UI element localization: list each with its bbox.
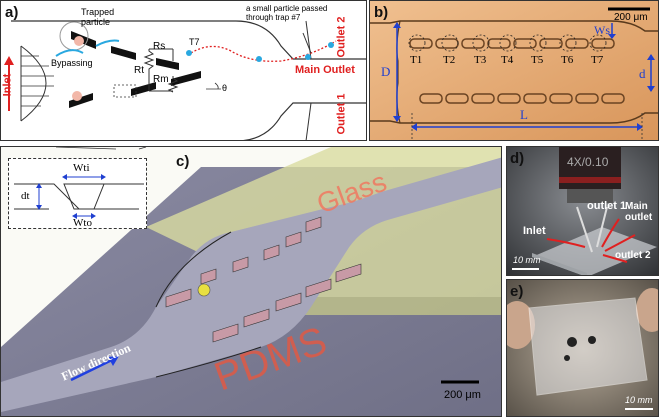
trap-label: T3 xyxy=(474,54,487,66)
d-upper-label: D xyxy=(381,64,391,79)
trap-label: T5 xyxy=(531,54,544,66)
panel-e-label: e) xyxy=(510,283,524,300)
panel-d: d) 4X/0.10 Inlet outlet 1 Main outlet ou… xyxy=(506,146,659,276)
panel-c-label: c) xyxy=(176,153,190,170)
outlet-2-label: Outlet 2 xyxy=(335,16,348,58)
trap-labels: T1 T2 T3 T4 T5 T6 T7 xyxy=(370,54,658,68)
inset-diagram xyxy=(14,174,144,219)
trap-label: T1 xyxy=(410,54,423,66)
panel-b-micrograph xyxy=(370,1,658,140)
trap-label: T4 xyxy=(501,54,514,66)
panel-a: a) Inlet Trapped particle Bypassing Rs R… xyxy=(0,0,367,141)
dt-label: dt xyxy=(21,190,30,202)
trap-cross-section-inset: Wti Wto dt xyxy=(8,158,147,229)
trap-label: T2 xyxy=(443,54,456,66)
theta-label: θ xyxy=(222,83,228,93)
panel-d-outlet-2-label: outlet 2 xyxy=(615,250,651,261)
panel-d-main-outlet-label: Main outlet xyxy=(625,201,653,223)
panel-b-label: b) xyxy=(374,4,389,21)
panel-a-diagram xyxy=(4,20,366,140)
panel-d-label: d) xyxy=(510,150,525,167)
panel-e: e) 10 mm xyxy=(506,279,659,417)
trap-label: T6 xyxy=(561,54,574,66)
panel-a-label: a) xyxy=(5,4,19,21)
panel-d-inlet-label: Inlet xyxy=(523,225,546,237)
panel-e-photo xyxy=(507,280,658,416)
panel-d-scale-label: 10 mm xyxy=(513,255,541,265)
t7-label: T7 xyxy=(189,37,200,47)
rm-label: Rm xyxy=(153,74,169,85)
panel-c-scale-label: 200 μm xyxy=(444,389,481,401)
bypassing-label: Bypassing xyxy=(51,58,93,68)
trap-label: T7 xyxy=(591,54,604,66)
outlet-1-label: Outlet 1 xyxy=(335,93,348,135)
panel-e-scale-label: 10 mm xyxy=(625,395,653,405)
ws-label: Ws xyxy=(594,23,610,37)
wto-label: Wto xyxy=(73,217,92,229)
trapped-particle-label: Trapped particle xyxy=(81,7,115,27)
panel-c-3d-view xyxy=(1,147,501,416)
panel-d-photo xyxy=(507,147,658,275)
rt-label: Rt xyxy=(134,65,144,76)
wti-label: Wti xyxy=(73,162,90,174)
panel-b: b) 200 μm Ws D d L T1 T2 T3 T4 T5 T6 T7 xyxy=(369,0,659,141)
rs-label: Rs xyxy=(153,41,166,52)
panel-d-outlet-1-label: outlet 1 xyxy=(587,200,627,212)
length-label: L xyxy=(520,107,528,122)
inlet-label: Inlet xyxy=(1,73,14,97)
lens-text: 4X/0.10 xyxy=(567,155,609,169)
small-particle-note: a small particle passed through trap #7 xyxy=(246,4,328,22)
panel-b-scale-label: 200 μm xyxy=(614,12,648,23)
d-lower-label: d xyxy=(639,66,646,81)
main-outlet-label: Main Outlet xyxy=(295,64,355,76)
